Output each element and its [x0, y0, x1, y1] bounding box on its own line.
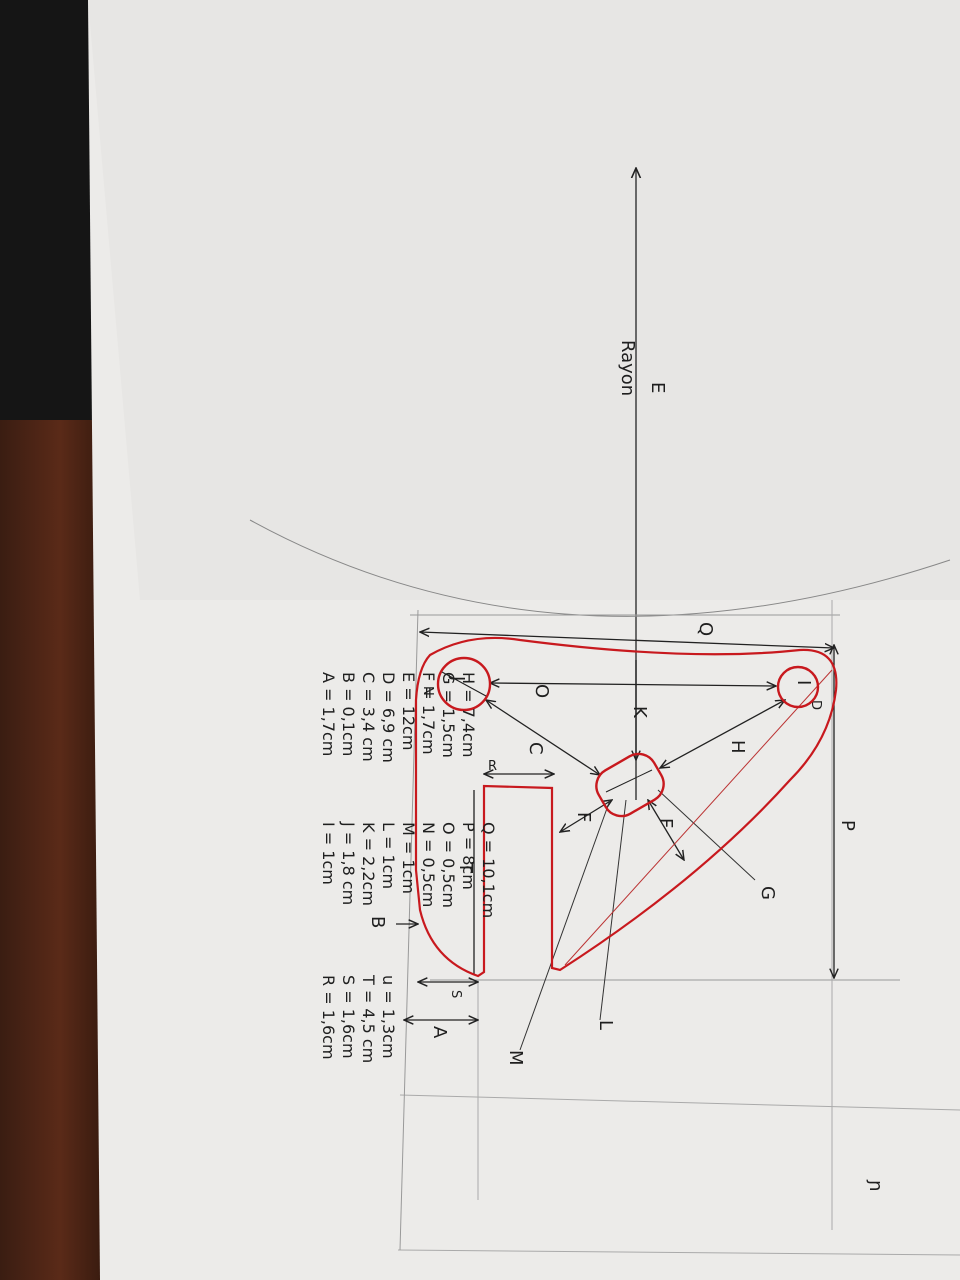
legend-item: M = 1cm	[399, 822, 418, 894]
legend-item: P = 8cm	[459, 822, 478, 890]
dim-f1	[560, 800, 612, 832]
pencil-diagonal	[564, 669, 833, 966]
label-r: R	[488, 759, 497, 774]
legend-col3: R = 1,6cm S = 1,6cm T = 4,5 cm u = 1,3cm	[319, 974, 398, 1063]
leader-m	[519, 799, 611, 1051]
part-outline	[414, 636, 838, 978]
legend-item: J = 1,8 cm	[339, 821, 358, 905]
label-j: J	[447, 675, 468, 681]
legend-item: K = 2,2cm	[359, 822, 378, 906]
dim-o	[490, 683, 776, 686]
label-c: C	[525, 742, 546, 755]
legend-item: C = 3,4 cm	[359, 672, 378, 762]
label-l: L	[595, 1020, 616, 1030]
label-corner: ɲ	[865, 1179, 886, 1192]
label-e: E	[647, 382, 668, 393]
legend-item: H = 7,4cm	[459, 672, 478, 757]
label-n: N	[420, 686, 435, 696]
construction-line-low	[397, 1249, 960, 1256]
label-g: G	[757, 886, 778, 900]
dim-h	[660, 700, 785, 768]
label-f2: F	[655, 818, 676, 828]
legend-item: I = 1cm	[319, 822, 338, 885]
legend-item: O = 0,5cm	[439, 822, 458, 908]
legend-item: Q = 10,1cm	[479, 822, 498, 918]
label-d: D	[808, 700, 823, 710]
label-b: B	[367, 916, 388, 928]
legend-item: E = 12cm	[399, 672, 418, 750]
construction-line-mid	[399, 1094, 960, 1111]
legend-item: D = 6,9 cm	[379, 672, 398, 763]
legend-col1: A = 1,7cm B = 0,1cm C = 3,4 cm D = 6,9 c…	[319, 672, 478, 763]
legend-item: A = 1,7cm	[319, 672, 338, 756]
label-k: K	[629, 706, 650, 719]
dim-c	[486, 700, 600, 775]
legend-item: u = 1,3cm	[379, 975, 398, 1059]
label-o: O	[531, 684, 552, 698]
label-a: A	[429, 1026, 450, 1039]
hole-j-diameter	[441, 671, 487, 697]
legend-item: L = 1cm	[379, 822, 398, 889]
label-i: I	[793, 680, 814, 685]
label-q: Q	[695, 622, 716, 636]
legend-item: S = 1,6cm	[339, 975, 358, 1059]
label-m: M	[505, 1050, 526, 1066]
legend-col2: I = 1cm J = 1,8 cm K = 2,2cm L = 1cm M =…	[319, 821, 498, 918]
legend-item: R = 1,6cm	[319, 975, 338, 1060]
center-slot	[595, 752, 665, 818]
leader-l	[599, 799, 627, 1021]
legend-item: G = 1,5cm	[439, 672, 458, 758]
label-rayon: Rayon	[617, 340, 638, 396]
hole-j	[436, 656, 492, 712]
legend: A = 1,7cm B = 0,1cm C = 3,4 cm D = 6,9 c…	[319, 672, 498, 1063]
label-h: H	[727, 740, 748, 754]
dim-f2	[648, 800, 684, 860]
legend-item: B = 0,1cm	[339, 672, 358, 756]
leader-g	[657, 789, 756, 881]
dim-q	[420, 632, 834, 648]
legend-item: F = 1,7cm	[419, 672, 438, 755]
hole-i	[776, 665, 820, 709]
legend-item: T = 4,5 cm	[359, 974, 378, 1063]
label-f1: F	[573, 812, 594, 822]
paper-shading	[88, 0, 960, 600]
legend-item: N = 0,5cm	[419, 822, 438, 907]
label-t: T	[455, 861, 476, 874]
label-p: P	[837, 820, 858, 831]
slot-inner	[605, 769, 653, 793]
label-s: S	[448, 990, 463, 998]
